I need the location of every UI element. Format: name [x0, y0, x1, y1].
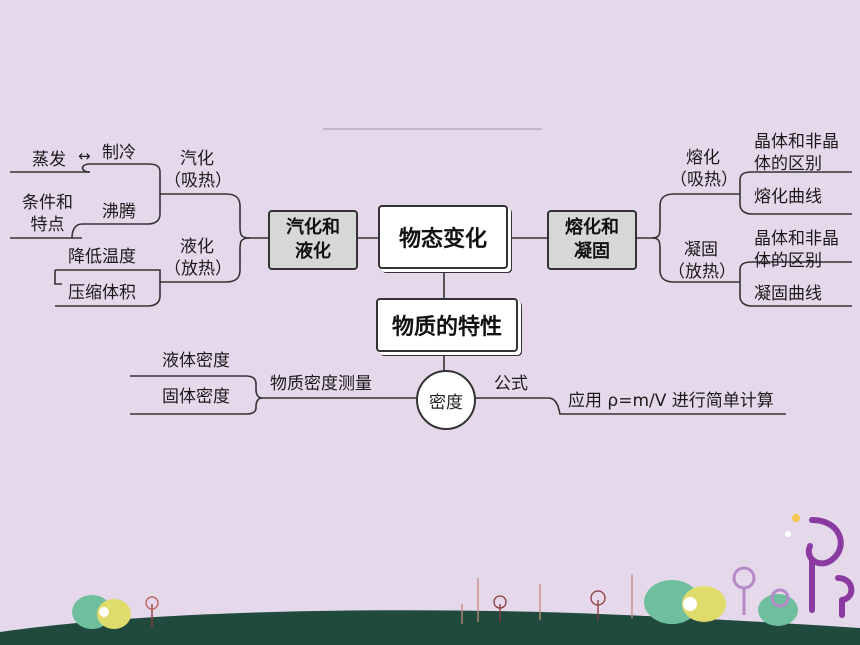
boiling-label: 沸腾 [102, 202, 136, 222]
solid-density-label: 固体密度 [162, 387, 230, 407]
solidify-note: （放热） [668, 262, 736, 282]
evaporation-label: 蒸发 [32, 150, 66, 170]
hub-vaporize-liquefy: 汽化和 液化 [268, 210, 358, 270]
solidify-curve-label: 凝固曲线 [754, 284, 822, 304]
compress-label: 压缩体积 [68, 283, 136, 303]
density-measure-label: 物质密度测量 [270, 374, 372, 394]
melting-label: 熔化 [686, 148, 720, 168]
application-label: 应用 ρ=m/V 进行简单计算 [568, 391, 774, 411]
melting-note: （吸热） [670, 170, 738, 190]
liquefy-note: （放热） [164, 259, 232, 279]
density-node: 密度 [416, 370, 476, 430]
refrigeration-label: 制冷 [102, 143, 136, 163]
liquid-density-label: 液体密度 [162, 351, 230, 371]
solidify-label: 凝固 [684, 240, 718, 260]
center-node-state-change: 物态变化 [378, 205, 508, 269]
crystal-diff-1: 晶体和非晶 体的区别 [754, 132, 839, 174]
melting-curve-label: 熔化曲线 [754, 187, 822, 207]
conditions-label: 条件和 特点 [22, 193, 73, 235]
crystal-diff-2: 晶体和非晶 体的区别 [754, 229, 839, 271]
hub-melt-solidify: 熔化和 凝固 [547, 210, 637, 270]
vaporize-label: 汽化 [180, 149, 214, 169]
liquefy-label: 液化 [180, 237, 214, 257]
vaporize-note: （吸热） [164, 171, 232, 191]
arrow-icon: ↔ [78, 147, 91, 165]
lower-temp-label: 降低温度 [68, 247, 136, 267]
formula-label: 公式 [494, 374, 528, 394]
property-node: 物质的特性 [376, 298, 518, 352]
